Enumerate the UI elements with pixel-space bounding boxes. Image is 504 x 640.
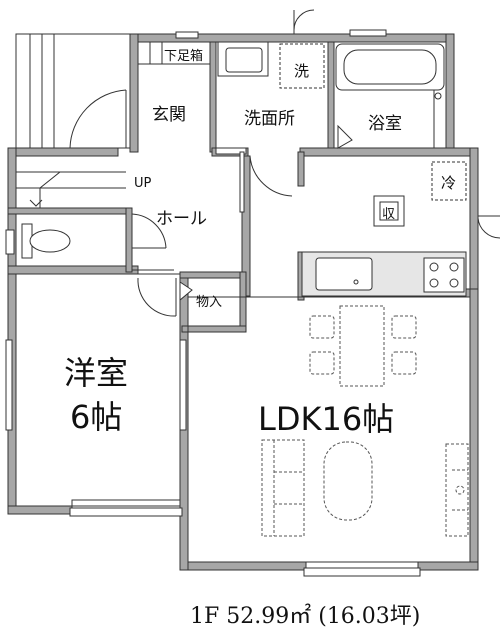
windows bbox=[5, 29, 421, 577]
western-room-name: 洋室 bbox=[64, 354, 129, 392]
genkan-label: 玄関 bbox=[152, 105, 186, 125]
ldk-label: LDK16帖 bbox=[258, 400, 395, 438]
dining-table bbox=[309, 305, 417, 387]
washroom-label: 洗面所 bbox=[244, 109, 295, 129]
western-room-size: 6帖 bbox=[70, 398, 123, 436]
room-outlines bbox=[15, 273, 471, 563]
genkan-fixtures bbox=[137, 41, 247, 155]
fridge-label: 冷 bbox=[441, 174, 457, 192]
washroom-fixtures bbox=[217, 41, 325, 197]
floor-area-caption: 1F 52.99㎡ (16.03坪) bbox=[190, 604, 421, 629]
bathroom-fixtures bbox=[335, 43, 445, 149]
washer-label: 洗 bbox=[294, 62, 310, 80]
shoe-box-label: 下足箱 bbox=[164, 49, 204, 64]
toilet bbox=[21, 213, 167, 259]
up-label: UP bbox=[134, 176, 152, 191]
side-door bbox=[293, 9, 501, 239]
walls bbox=[7, 33, 479, 571]
kitchen-counter bbox=[301, 161, 467, 297]
bathroom-label: 浴室 bbox=[368, 114, 402, 134]
staircase bbox=[15, 156, 126, 208]
living-furniture bbox=[261, 439, 469, 537]
porch bbox=[15, 33, 131, 149]
storage-box-label: 収 bbox=[382, 207, 396, 222]
storage-label: 物入 bbox=[196, 295, 223, 310]
hall-label: ホール bbox=[156, 209, 207, 229]
